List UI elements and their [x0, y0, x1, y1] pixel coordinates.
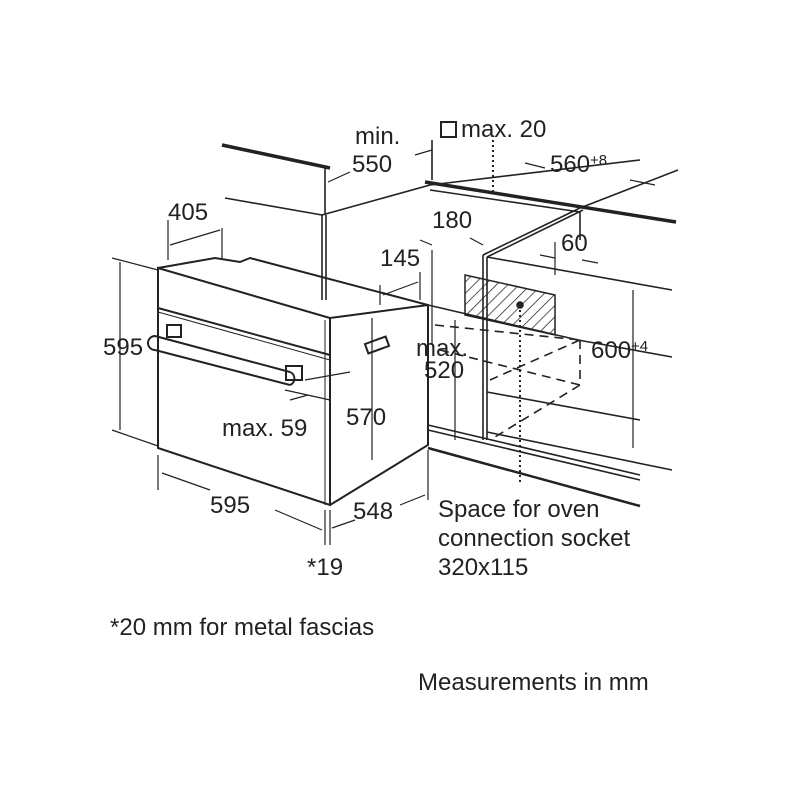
footnote: *20 mm for metal fascias — [110, 614, 375, 641]
socket-note-line-1: Space for oven — [438, 496, 600, 523]
socket-space-hatched — [464, 274, 556, 336]
socket-note-line-2: connection socket — [438, 525, 631, 552]
oven — [157, 256, 429, 507]
height-600-label: 600+4 — [591, 338, 648, 364]
fascia-19-label: *19 — [307, 554, 344, 581]
depth-405-label: 405 — [168, 199, 209, 226]
height-600-value: 600 — [591, 337, 632, 364]
width-560-label: 560+8 — [550, 152, 607, 178]
height-600-tolerance: +4 — [631, 338, 649, 355]
oven-handle — [147, 324, 303, 386]
depth-145-label: 145 — [380, 245, 421, 272]
min-label: min. — [355, 123, 401, 150]
min-550-label: 550 — [352, 151, 393, 178]
dimension-lines — [111, 149, 656, 545]
dashed-oven-outline — [434, 324, 581, 441]
height-570-label: 570 — [346, 404, 387, 431]
max-59-label: max. 59 — [222, 415, 308, 442]
depth-180-label: 180 — [432, 207, 473, 234]
centre-dotted-lines — [492, 140, 521, 485]
depth-60-label: 60 — [561, 230, 588, 257]
worktop-lines — [221, 143, 679, 224]
width-560-value: 560 — [550, 151, 591, 178]
height-595-label: 595 — [103, 334, 144, 361]
units-note: Measurements in mm — [418, 669, 649, 696]
max-20-label: max. 20 — [440, 117, 546, 143]
depth-548-label: 548 — [353, 498, 394, 525]
max-520-label: 520 — [424, 357, 465, 384]
width-595-label: 595 — [210, 492, 251, 519]
max-20-text: max. 20 — [461, 116, 547, 143]
width-560-tolerance: +8 — [590, 152, 608, 169]
square-icon — [440, 121, 457, 138]
max-label: max. — [416, 335, 469, 362]
socket-note-line-3: 320x115 — [438, 554, 529, 581]
